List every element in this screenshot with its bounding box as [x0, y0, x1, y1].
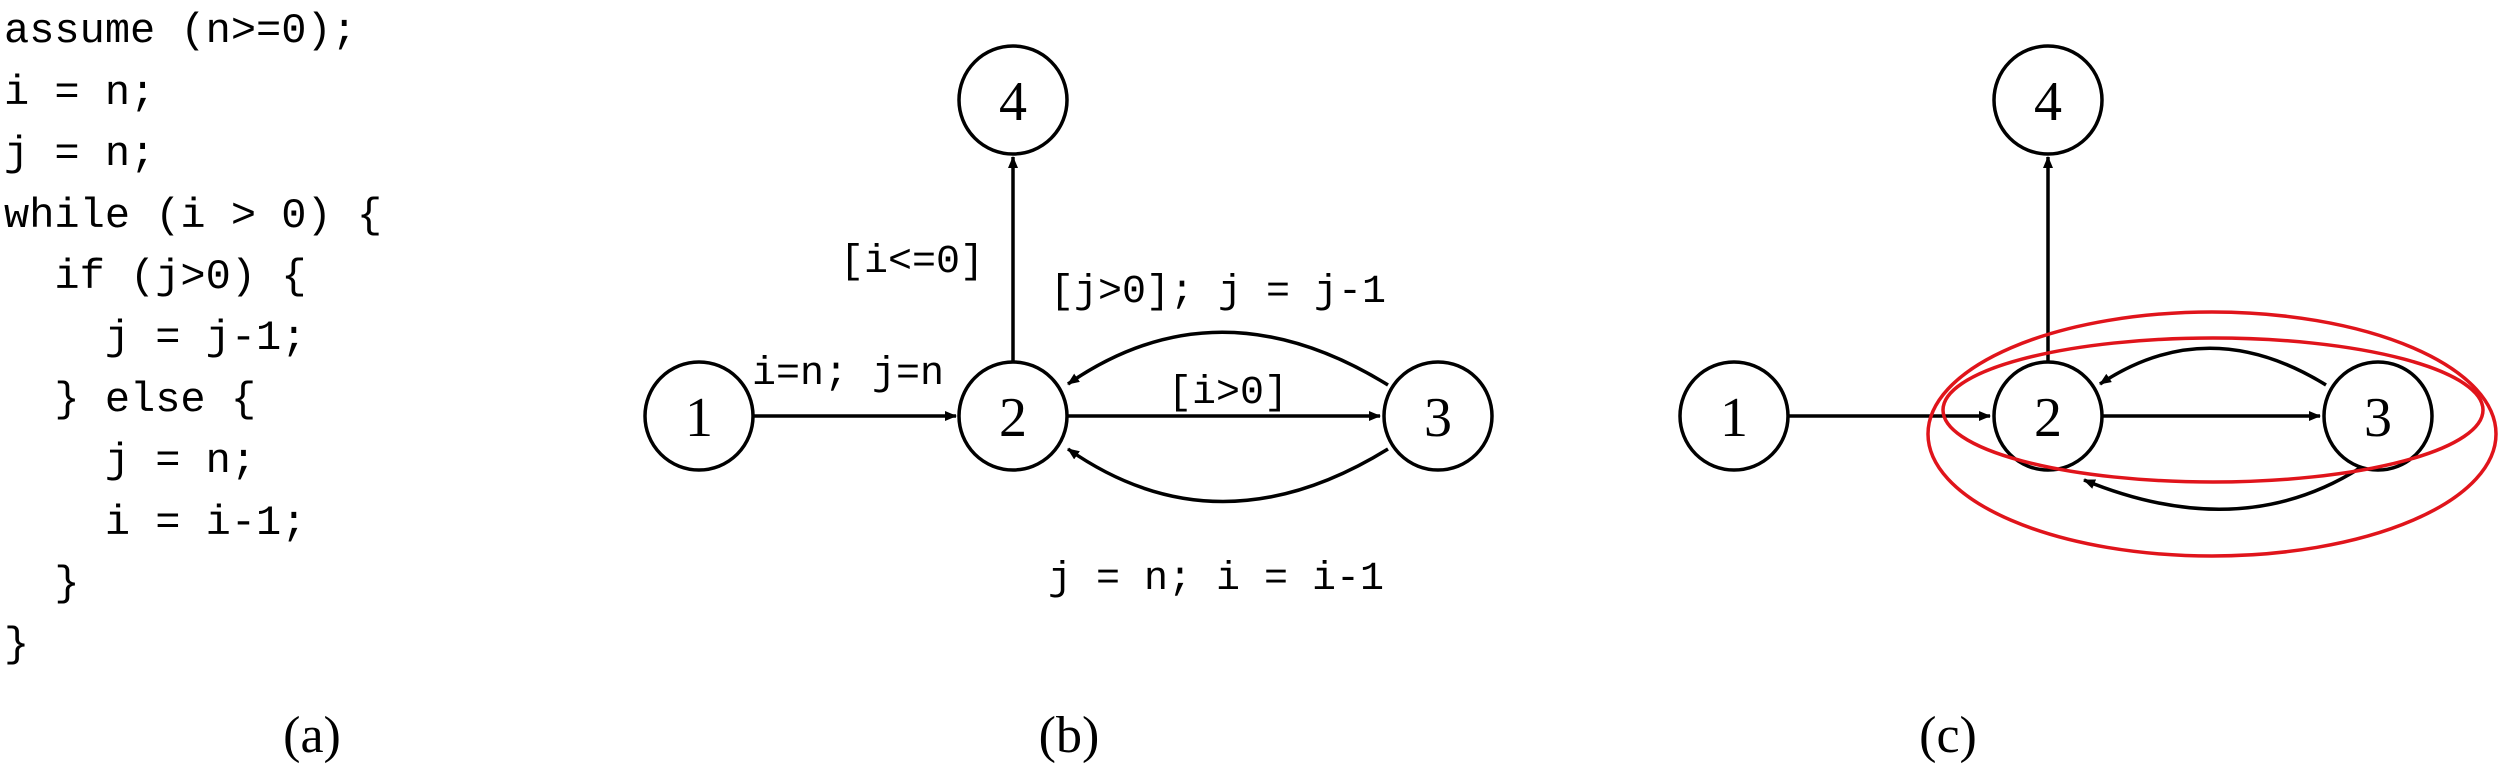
graph-b: i=n; j=n [i<=0] [i>0] [j>0]; j = j-1 j =…: [643, 44, 1494, 602]
code-line: assume (n>=0);: [4, 7, 357, 55]
code-line: j = n;: [4, 437, 256, 485]
node-label: 2: [2034, 387, 2062, 449]
node-label: 3: [2364, 387, 2392, 449]
edge-label-1-2: i=n; j=n: [752, 352, 944, 397]
node-label: 4: [2034, 71, 2062, 133]
edge-label-2-3: [i>0]: [1168, 371, 1288, 416]
node-label: 1: [1720, 387, 1748, 449]
edge-label-3-2-bottom: j = n; i = i-1: [1048, 557, 1384, 602]
node-3: 3: [1382, 360, 1494, 472]
edge-3-2-top: [2099, 346, 2327, 387]
code-line: while (i > 0) {: [4, 192, 382, 240]
caption-b: (b): [1039, 707, 1100, 764]
edge-label-3-2-top: [j>0]; j = j-1: [1050, 270, 1386, 315]
edge-3-2-bottom: [1066, 447, 1389, 504]
code-line: }: [4, 621, 29, 669]
edge-3-2-bottom: [2083, 466, 2361, 511]
graph-c: 1 2 3 4: [1678, 44, 2498, 558]
code-line: j = n;: [4, 130, 155, 178]
code-panel: assume (n>=0); i = n; j = n; while (i > …: [4, 7, 382, 669]
outer-loop-ellipse: [1926, 310, 2498, 558]
node-label: 2: [999, 387, 1027, 449]
node-label: 3: [1424, 387, 1452, 449]
node-1: 1: [1678, 360, 1790, 472]
code-line: j = j-1;: [4, 314, 306, 362]
caption-a: (a): [283, 707, 341, 764]
node-label: 4: [999, 71, 1027, 133]
node-label: 1: [685, 387, 713, 449]
edge-3-2-top: [1067, 330, 1389, 387]
node-4: 4: [1992, 44, 2104, 156]
inner-loop-ellipse: [1941, 336, 2485, 484]
edge-label-2-4: [i<=0]: [840, 240, 984, 285]
node-3: 3: [2322, 360, 2434, 472]
node-2: 2: [1992, 360, 2104, 472]
node-4: 4: [957, 44, 1069, 156]
node-2: 2: [957, 360, 1069, 472]
code-line: i = n;: [4, 69, 155, 117]
node-1: 1: [643, 360, 755, 472]
caption-c: (c): [1919, 707, 1977, 764]
code-line: if (j>0) {: [4, 253, 306, 301]
code-line: i = i-1;: [4, 499, 306, 547]
code-line: } else {: [4, 376, 256, 424]
code-line: }: [4, 560, 80, 608]
